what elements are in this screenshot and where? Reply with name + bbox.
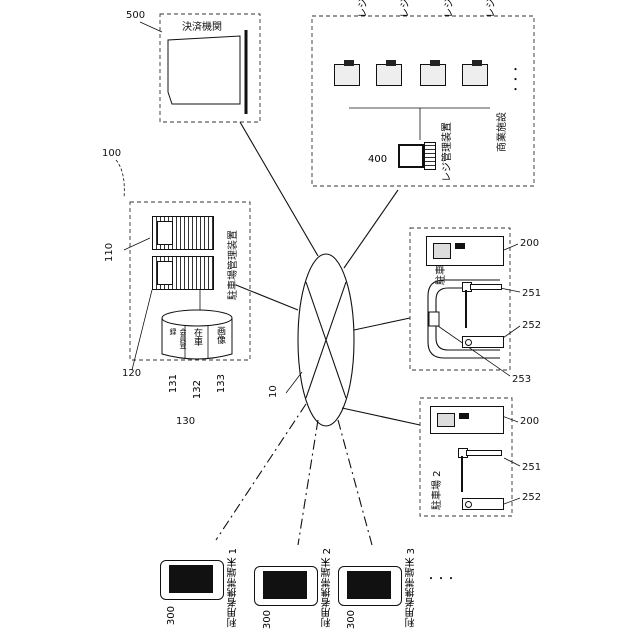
register-3: レジ3 (418, 52, 452, 92)
db-table-image: 画像 (214, 326, 234, 352)
db-table-parked-ref: 132 (192, 380, 203, 399)
register-ellipsis: ・・・ (506, 64, 521, 94)
terminals-ellipsis: ・・・ (426, 574, 456, 585)
terminal-3-ref: 300 (346, 610, 357, 629)
management-device-icon (152, 256, 214, 290)
parking-lot-1-machine (426, 236, 504, 266)
register-manager: レジ管理装置 (398, 140, 438, 174)
terminal-1-ref: 300 (166, 606, 177, 625)
parking-lot-1-gate (462, 282, 502, 328)
register-icon (376, 64, 402, 86)
link-payment (240, 122, 318, 256)
db-table-member-label: 会員登録 (168, 328, 188, 352)
network-node (298, 254, 354, 426)
db-table-image-ref: 133 (216, 374, 227, 393)
register-manager-label: レジ管理装置 (438, 122, 453, 182)
parking-lot-2-gate (458, 448, 502, 492)
db-table-member-ref: 131 (168, 374, 179, 393)
payment-label: 決済機関 (182, 20, 222, 33)
management-system-ref: 100 (102, 148, 121, 159)
payment-institution: 決済機関 (160, 14, 260, 122)
payment-ref: 500 (126, 10, 145, 21)
link-parking2 (342, 408, 420, 425)
register-icon (334, 64, 360, 86)
smartphone-icon (160, 560, 224, 600)
register-1-label: レジ1 (354, 0, 369, 18)
register-3-label: レジ3 (440, 0, 455, 18)
terminal-2 (254, 566, 318, 606)
management-device-label: 駐車場管理装置 (226, 230, 239, 300)
parking-lot-1-machine-ref: 200 (520, 238, 539, 249)
database-ref: 130 (176, 416, 195, 427)
terminal-1-label: 利用者携帯端末 1 (226, 548, 241, 628)
parking-lot-2-machine (430, 406, 504, 434)
parking-lot-2-sensor-ref: 252 (522, 492, 541, 503)
loop-sensor (429, 312, 439, 326)
db-table-member: 会員登録 (168, 328, 190, 352)
server-icon (152, 216, 214, 250)
register-2-label: レジ2 (396, 0, 411, 18)
parking-lot-2-gate-ref: 251 (522, 462, 541, 473)
terminal-3 (338, 566, 402, 606)
parking-lot-2-label: 駐車場 2 (430, 470, 443, 510)
register-1: レジ1 (332, 52, 366, 92)
link-management (236, 285, 298, 310)
register-2: レジ2 (374, 52, 408, 92)
building-icon (168, 30, 246, 114)
db-table-parked: 在車 (191, 328, 211, 352)
register-4: レジ4 (460, 52, 494, 92)
terminal-3-label: 利用者携帯端末 3 (404, 548, 419, 628)
parking-lot-2-sensor (462, 498, 504, 510)
parking-lot-1-sensor (462, 336, 504, 348)
link-terminal1 (216, 404, 306, 540)
parking-lot-1-loop-ref: 253 (512, 374, 531, 385)
device-ref: 120 (122, 368, 141, 379)
register-icon (462, 64, 488, 86)
terminal-2-label: 利用者携帯端末 2 (320, 548, 335, 628)
register-4-label: レジ4 (482, 0, 497, 18)
network-ref: 10 (268, 385, 279, 398)
monitor-icon (398, 144, 424, 168)
register-manager-ref: 400 (368, 154, 387, 165)
smartphone-icon (338, 566, 402, 606)
db-table-image-label: 画像 (214, 326, 227, 344)
link-parking1 (354, 318, 410, 330)
link-terminal3 (338, 420, 372, 545)
link-commercial (344, 190, 398, 268)
smartphone-icon (254, 566, 318, 606)
db-table-parked-label: 在車 (191, 328, 204, 346)
parking-lot-2-machine-ref: 200 (520, 416, 539, 427)
terminal-1 (160, 560, 224, 600)
parking-lot-1-gate-ref: 251 (522, 288, 541, 299)
register-icon (420, 64, 446, 86)
parking-lot-1-sensor-ref: 252 (522, 320, 541, 331)
server-ref: 110 (104, 243, 115, 262)
terminal-2-ref: 300 (262, 610, 273, 629)
link-terminal2 (298, 420, 318, 545)
commercial-label: 商業施設 (495, 112, 508, 152)
